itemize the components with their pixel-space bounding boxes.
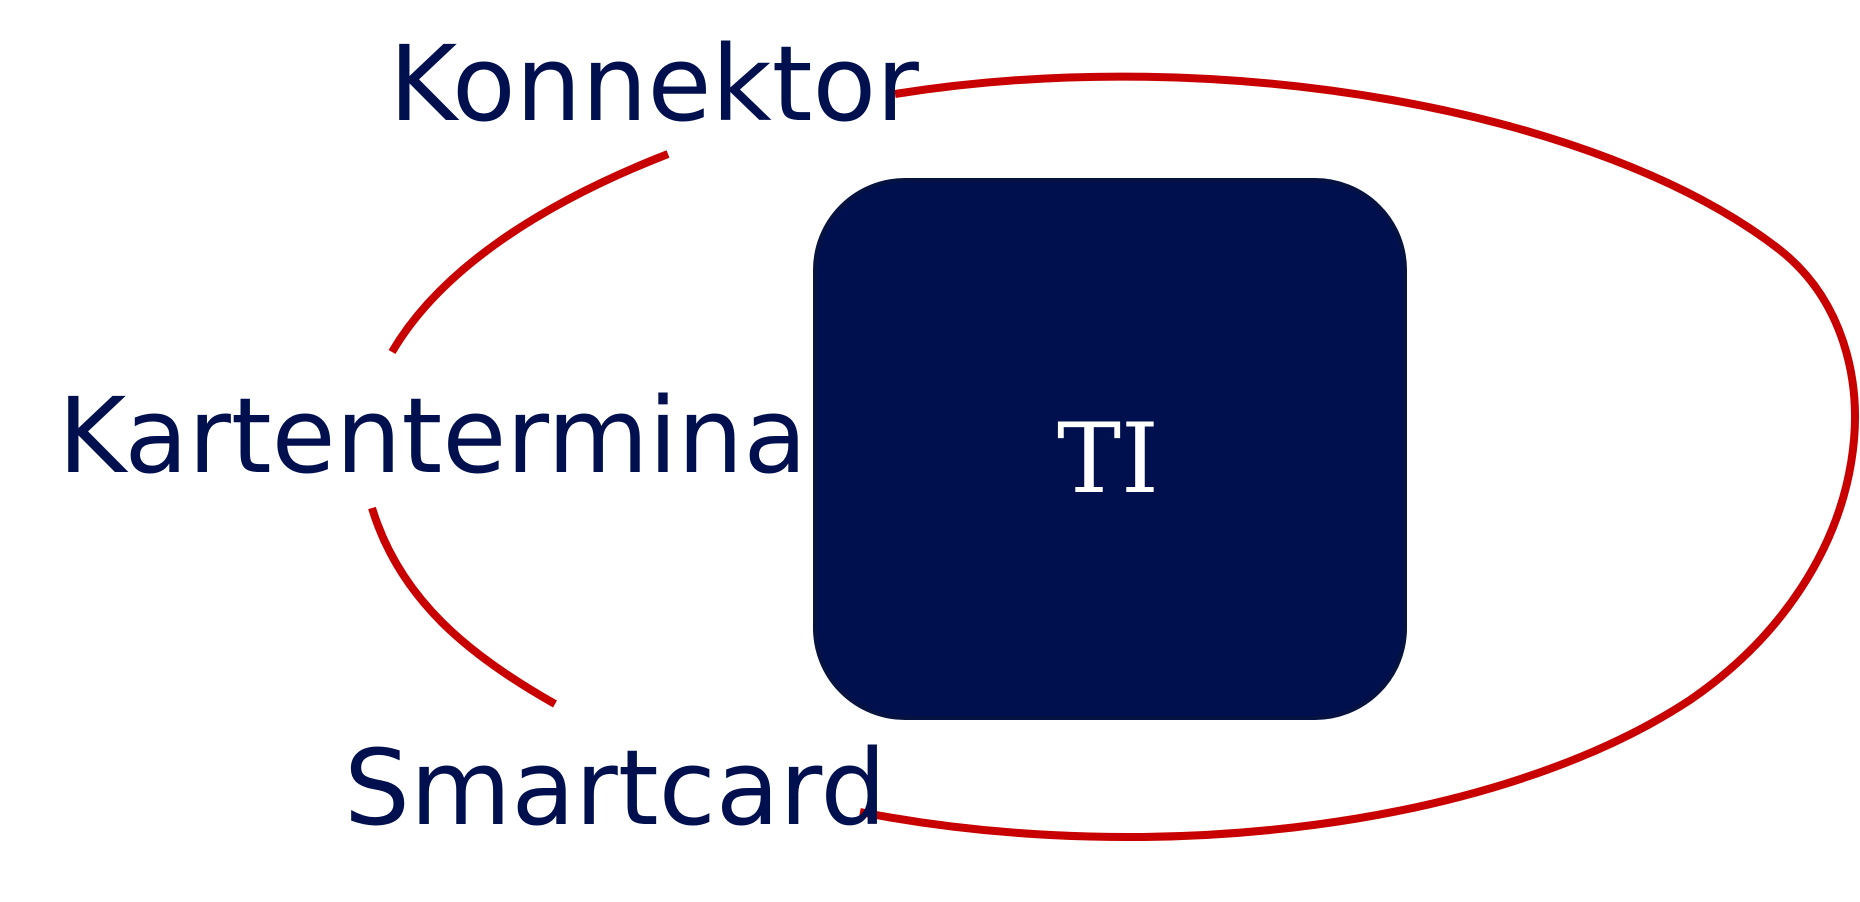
cycle-arc-konnektor-kartenterminal — [388, 150, 670, 355]
kartenterminal-label: Kartenterminal — [58, 375, 836, 497]
ti-box — [813, 178, 1407, 720]
smartcard-label: Smartcard — [344, 727, 886, 849]
cycle-arc-konnektor-smartcard — [859, 72, 1859, 842]
ti-label: TI — [1057, 403, 1159, 515]
konnektor-label: Konnektor — [389, 23, 919, 145]
cycle-arc-kartenterminal-smartcard — [368, 506, 557, 708]
